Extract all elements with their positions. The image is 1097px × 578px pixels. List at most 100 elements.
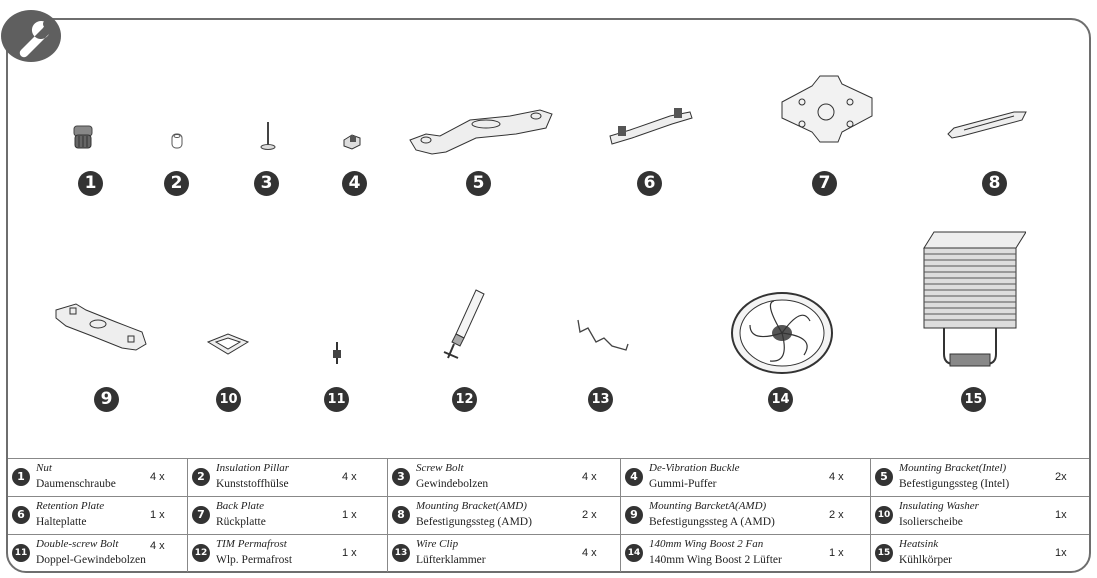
cell-quantity: 4 x [582,547,597,559]
cell-number: 13 [392,544,410,562]
parts-cell: 2 Insulation Pillar Kunststoffhülse 4 x [188,459,388,496]
mounting-bracket-intel-icon [406,100,556,161]
cell-number: 7 [192,506,210,524]
cell-quantity: 1 x [342,547,357,559]
cell-german-name: Befestigungssteg (Intel) [899,478,1010,490]
cell-quantity: 4 x [582,471,597,483]
cell-number: 3 [392,468,410,486]
cell-english-name: Nut [36,462,52,474]
cell-english-name: Mounting Bracket(AMD) [416,500,527,512]
part-number-7: 7 [812,171,837,196]
part-number-1: 1 [78,171,103,196]
parts-cell: 14 140mm Wing Boost 2 Fan 140mm Wing Boo… [621,535,871,572]
parts-cell: 13 Wire Clip Lüfterklammer 4 x [388,535,621,572]
cell-german-name: Befestigungssteg A (AMD) [649,516,775,528]
cell-german-name: Gewindebolzen [416,478,489,490]
parts-cell: 5 Mounting Bracket(Intel) Befestigungsst… [871,459,1089,496]
thermal-paste-syringe-icon [442,286,492,367]
screw-bolt-icon [258,120,278,157]
mounting-bracket-amd-icon [944,108,1030,147]
insulating-washer-icon [204,330,252,365]
table-row: 1 Nut Daumenschraube 4 x 2 Insulation Pi… [8,459,1089,496]
cell-number: 4 [625,468,643,486]
cell-german-name: Kühlkörper [899,554,953,566]
part-number-12: 12 [452,387,477,412]
insulation-pillar-icon [170,132,184,155]
cell-german-name: Daumenschraube [36,478,116,490]
cell-quantity: 4 x [829,471,844,483]
part-number-6: 6 [637,171,662,196]
cell-english-name: Mounting Bracket(Intel) [899,462,1007,474]
part-number-8: 8 [982,171,1007,196]
part-number-10: 10 [216,387,241,412]
cell-number: 12 [192,544,210,562]
cell-quantity: 1 x [342,509,357,521]
table-row: 11 Double-screw Bolt Doppel-Gewindebolze… [8,534,1089,572]
parts-cell: 15 Heatsink Kühlkörper 1x [871,535,1089,572]
part-number-3: 3 [254,171,279,196]
cell-number: 14 [625,544,643,562]
parts-frame [6,18,1091,573]
cell-english-name: 140mm Wing Boost 2 Fan [649,538,764,550]
parts-cell: 4 De-Vibration Buckle Gummi-Puffer 4 x [621,459,871,496]
cell-quantity: 4 x [150,471,165,483]
parts-cell: 10 Insulating Washer Isolierscheibe 1x [871,497,1089,534]
cell-number: 2 [192,468,210,486]
cell-number: 11 [12,544,30,562]
cell-quantity: 1 x [829,547,844,559]
cell-number: 1 [12,468,30,486]
cell-english-name: Screw Bolt [416,462,464,474]
cell-english-name: Mounting BarcketA(AMD) [649,500,767,512]
part-number-13: 13 [588,387,613,412]
retention-plate-icon [606,104,696,155]
parts-list-table: 1 Nut Daumenschraube 4 x 2 Insulation Pi… [8,458,1089,572]
cell-quantity: 2 x [829,509,844,521]
cell-english-name: Back Plate [216,500,264,512]
parts-cell: 3 Screw Bolt Gewindebolzen 4 x [388,459,621,496]
cell-quantity: 4 x [342,471,357,483]
cell-quantity: 1x [1055,547,1067,559]
cell-quantity: 1 x [150,509,165,521]
part-number-9: 9 [94,387,119,412]
cell-german-name: Kunststoffhülse [216,478,289,490]
cell-english-name: Insulation Pillar [216,462,290,474]
parts-cell: 8 Mounting Bracket(AMD) Befestigungssteg… [388,497,621,534]
cell-quantity: 2x [1055,471,1067,483]
cell-number: 6 [12,506,30,524]
cell-german-name: Befestigungssteg (AMD) [416,516,532,528]
double-screw-bolt-icon [330,340,344,371]
cell-german-name: Isolierscheibe [899,516,963,528]
cell-quantity: 2 x [582,509,597,521]
part-number-5: 5 [466,171,491,196]
part-number-2: 2 [164,171,189,196]
part-number-11: 11 [324,387,349,412]
parts-cell: 9 Mounting BarcketA(AMD) Befestigungsste… [621,497,871,534]
fan-icon [728,290,836,381]
part-number-4: 4 [342,171,367,196]
cell-english-name: De-Vibration Buckle [649,462,740,474]
wrench-icon [1,10,61,62]
heatsink-icon [914,222,1027,377]
cell-german-name: Lüfterklammer [416,554,486,566]
parts-cell: 7 Back Plate Rückplatte 1 x [188,497,388,534]
cell-german-name: Halteplatte [36,516,87,528]
cell-number: 10 [875,506,893,524]
cell-english-name: Wire Clip [416,538,459,550]
cell-german-name: 140mm Wing Boost 2 Lüfter [649,554,782,566]
cell-german-name: Rückplatte [216,516,266,528]
mounting-bracket-a-amd-icon [52,300,152,365]
cell-number: 5 [875,468,893,486]
cell-german-name: Gummi-Puffer [649,478,717,490]
parts-cell: 12 TIM Permafrost Wlp. Permafrost 1 x [188,535,388,572]
cell-quantity: 1x [1055,509,1067,521]
cell-german-name: Wlp. Permafrost [216,554,293,566]
cell-english-name: Insulating Washer [899,500,979,512]
cell-number: 15 [875,544,893,562]
cell-number: 9 [625,506,643,524]
cell-number: 8 [392,506,410,524]
parts-cell: 11 Double-screw Bolt Doppel-Gewindebolze… [8,535,188,572]
parts-cell: 6 Retention Plate Halteplatte 1 x [8,497,188,534]
cell-english-name: Heatsink [899,538,939,550]
nut-icon [72,124,94,155]
wire-clip-icon [574,316,630,361]
